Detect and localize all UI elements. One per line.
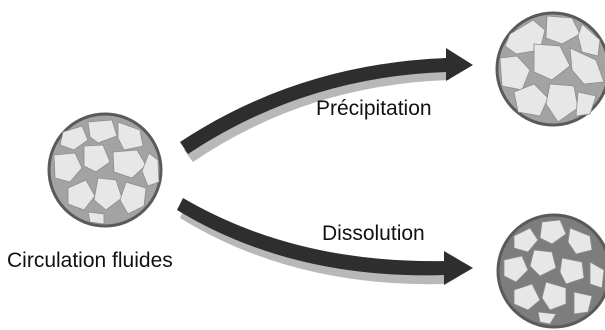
dissolution-label: Dissolution	[322, 222, 425, 245]
dissolution-grain-circle	[496, 213, 605, 329]
precipitation-label: Précipitation	[316, 97, 432, 120]
arrow-to-precipitation	[180, 48, 473, 162]
arrow-to-dissolution	[177, 198, 473, 285]
source-label: Circulation fluides	[7, 249, 173, 272]
source-grain-circle	[47, 112, 163, 228]
precipitation-grain-circle	[495, 11, 605, 127]
